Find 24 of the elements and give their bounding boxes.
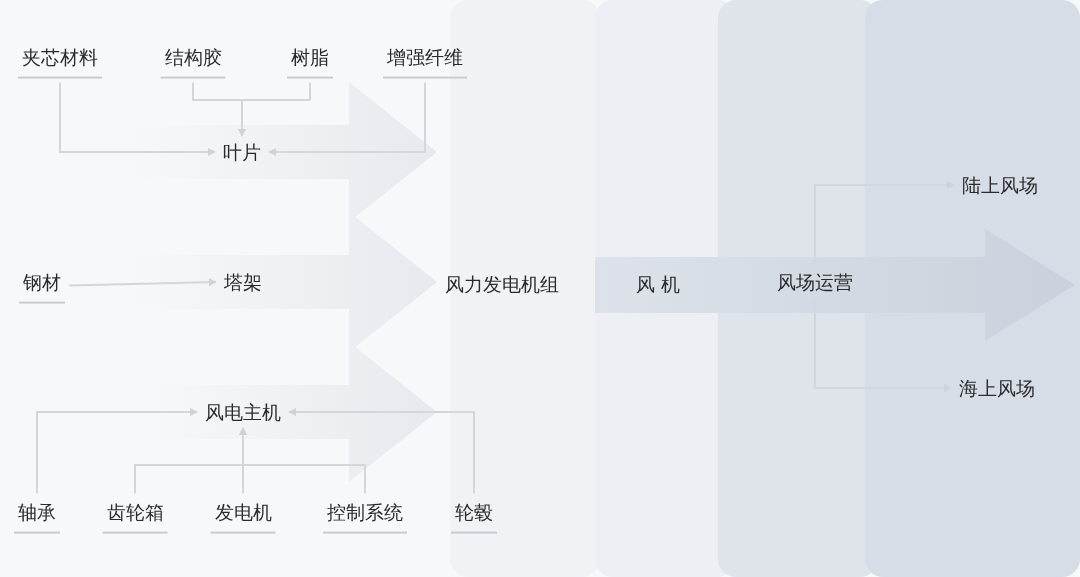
component-label: 增强纤维 bbox=[383, 42, 467, 79]
arrow bbox=[238, 81, 311, 137]
component-label: 控制系统 bbox=[323, 497, 407, 534]
arrow bbox=[288, 408, 475, 495]
stage-label: 风 机 bbox=[632, 270, 684, 298]
arrow bbox=[59, 81, 216, 156]
arrow bbox=[268, 81, 426, 156]
stage-label: 海上风场 bbox=[955, 374, 1039, 402]
component-label: 齿轮箱 bbox=[102, 497, 168, 534]
stage-label: 风场运营 bbox=[773, 268, 857, 296]
component-label: 轮毂 bbox=[451, 497, 497, 534]
component-label: 夹芯材料 bbox=[18, 42, 102, 79]
stage-label: 风电主机 bbox=[201, 398, 285, 426]
component-label: 轴承 bbox=[14, 497, 60, 534]
component-label: 结构胶 bbox=[160, 42, 226, 79]
arrow bbox=[68, 278, 217, 287]
stage-label: 风力发电机组 bbox=[441, 270, 563, 298]
stage-label: 塔架 bbox=[220, 268, 266, 296]
component-label: 树脂 bbox=[287, 42, 333, 79]
stage-label: 陆上风场 bbox=[958, 171, 1042, 199]
arrow bbox=[36, 408, 198, 495]
component-label: 钢材 bbox=[19, 267, 65, 304]
stage-label: 叶片 bbox=[219, 138, 265, 166]
component-label: 发电机 bbox=[210, 497, 276, 534]
